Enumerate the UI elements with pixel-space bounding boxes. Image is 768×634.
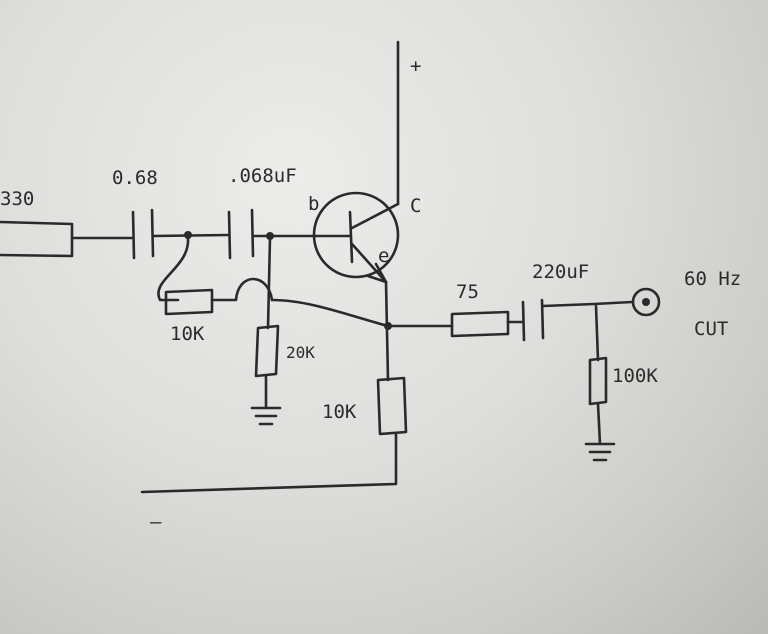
series-resistor [386,310,524,338]
emitter-wire [384,280,390,382]
negative-rail-label: — [150,511,162,533]
output-terminal [631,287,661,317]
output-label-cut: CUT [694,318,728,340]
transistor-collector-label: C [410,195,421,217]
transistor-emitter-label: e [378,245,389,267]
base-node [266,232,274,240]
output-capacitor-label: 220uF [532,261,589,283]
capacitor-c1-label: 0.68 [112,167,158,189]
emitter-resistor [140,376,408,494]
bias-resistor-label: 20K [286,343,315,362]
junction-node [184,231,192,239]
positive-rail-label: + [410,55,421,77]
capacitor-c2 [227,208,352,260]
series-resistor-label: 75 [456,281,479,303]
output-label-frequency: 60 Hz [684,268,741,290]
load-resistor-label: 100K [612,365,658,387]
capacitor-c1 [131,208,230,260]
input-resistor-label: 330 [0,188,34,210]
feedback-resistor [157,236,390,328]
input-resistor [0,220,134,258]
output-capacitor [521,298,634,342]
emitter-resistor-label: 10K [322,401,357,423]
transistor-base-label: b [308,193,319,215]
load-resistor [584,304,616,462]
bias-resistor [250,236,282,426]
feedback-resistor-label: 10K [170,323,205,345]
capacitor-c2-label: .068uF [228,165,297,187]
transistor [312,191,400,284]
